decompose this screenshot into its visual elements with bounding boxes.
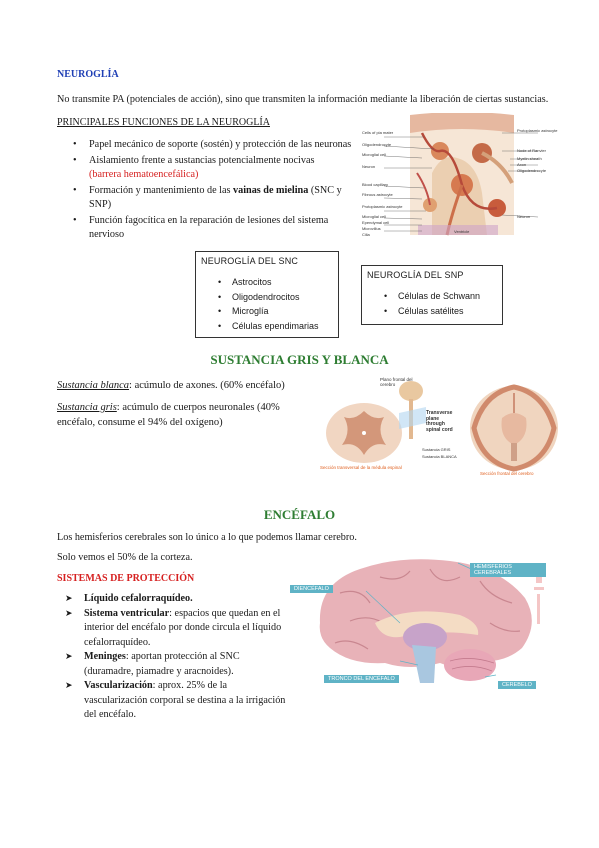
list-item: Células de Schwann (362, 290, 480, 304)
watermark-mark (534, 577, 544, 647)
functions-list: Papel mecánico de soporte (sostén) y pro… (57, 138, 357, 244)
white-matter-text: Sustancia blanca: acúmulo de axones. (60… (57, 380, 285, 391)
list-item: Formación y mantenimiento de las vainas … (57, 184, 357, 213)
list-item: Astrocitos (196, 276, 319, 290)
functions-heading: PRINCIPALES FUNCIONES DE LA NEUROGLÍA (57, 117, 270, 128)
white-matter-term: Sustancia blanca (57, 380, 130, 391)
bbb-text: (barrera hematoencefálica) (89, 169, 199, 180)
label-transverse: Transverse plane through spinal cord (426, 410, 453, 433)
label-hemisferios: HEMISFERIOS CEREBRALES (470, 563, 546, 577)
label-diencefalo: DIENCÉFALO (290, 585, 333, 593)
neuroglia-figure: Cells of pia mater Oligodendrocyte Micro… (362, 112, 562, 241)
list-item: Vascularización: aprox. 25% de la vascul… (57, 679, 287, 723)
label-blanca: Sustancia BLANCA (422, 454, 457, 459)
list-item: Aislamiento frente a sustancias potencia… (57, 154, 357, 183)
snp-box: NEUROGLÍA DEL SNP Células de Schwann Cél… (361, 265, 503, 325)
label-plane-frontal: Plano frontal del cerebro (380, 377, 413, 387)
brain-illustration (319, 559, 532, 683)
gray-matter-text: Sustancia gris: acúmulo de cuerpos neuro… (57, 402, 280, 428)
section-heading-encefalo: ENCÉFALO (263, 507, 336, 522)
figure-label-ventricle: Ventricle (454, 229, 470, 234)
label-gris: Sustancia GRIS (422, 447, 451, 452)
snc-list: Astrocitos Oligodendrocitos Microglía Cé… (196, 276, 319, 334)
snc-box: NEUROGLÍA DEL SNC Astrocitos Oligodendro… (195, 251, 339, 338)
protection-list: Líquido cefalorraquídeo. Sistema ventric… (57, 592, 287, 723)
caption-brain-section: Sección frontal del cerebro (480, 471, 534, 476)
neuroglia-intro: No transmite PA (potenciales de acción),… (57, 94, 549, 105)
list-item: Meninges: aportan protección al SNC (dur… (57, 650, 287, 679)
section-heading-gray-white: SUSTANCIA GRIS Y BLANCA (210, 352, 389, 367)
gray-white-illustration (326, 381, 558, 472)
list-item: Papel mecánico de soporte (sostén) y pro… (57, 138, 357, 153)
snp-box-title: NEUROGLÍA DEL SNP (367, 270, 464, 280)
gray-matter-term: Sustancia gris (57, 402, 117, 413)
gray-white-figure: Plano frontal del cerebro Transverse pla… (314, 373, 566, 485)
list-item: Líquido cefalorraquídeo. (57, 592, 287, 607)
protection-heading: SISTEMAS DE PROTECCIÓN (57, 573, 195, 584)
snp-list: Células de Schwann Células satélites (362, 290, 480, 319)
section-heading-neuroglia: NEUROGLÍA (57, 69, 119, 80)
label-cerebelo: CEREBELO (498, 681, 536, 689)
neuroglia-illustration (383, 112, 539, 236)
brain-figure: DIENCÉFALO HEMISFERIOS CEREBRALES TRONCO… (290, 553, 546, 693)
snc-box-title: NEUROGLÍA DEL SNC (201, 256, 299, 266)
list-item: Microglía (196, 305, 319, 319)
list-item: Células satélites (362, 305, 480, 319)
label-tronco: TRONCO DEL ENCÉFALO (324, 675, 399, 683)
encefalo-line-2: Solo vemos el 50% de la corteza. (57, 552, 193, 563)
encefalo-line-1: Los hemisferios cerebrales son lo único … (57, 532, 357, 543)
list-item: Células ependimarias (196, 320, 319, 334)
list-item: Sistema ventricular: espacios que quedan… (57, 607, 287, 651)
list-item: Función fagocítica en la reparación de l… (57, 214, 357, 243)
caption-spinal-section: Sección transversal de la médula espinal (320, 465, 402, 470)
list-item: Oligodendrocitos (196, 291, 319, 305)
